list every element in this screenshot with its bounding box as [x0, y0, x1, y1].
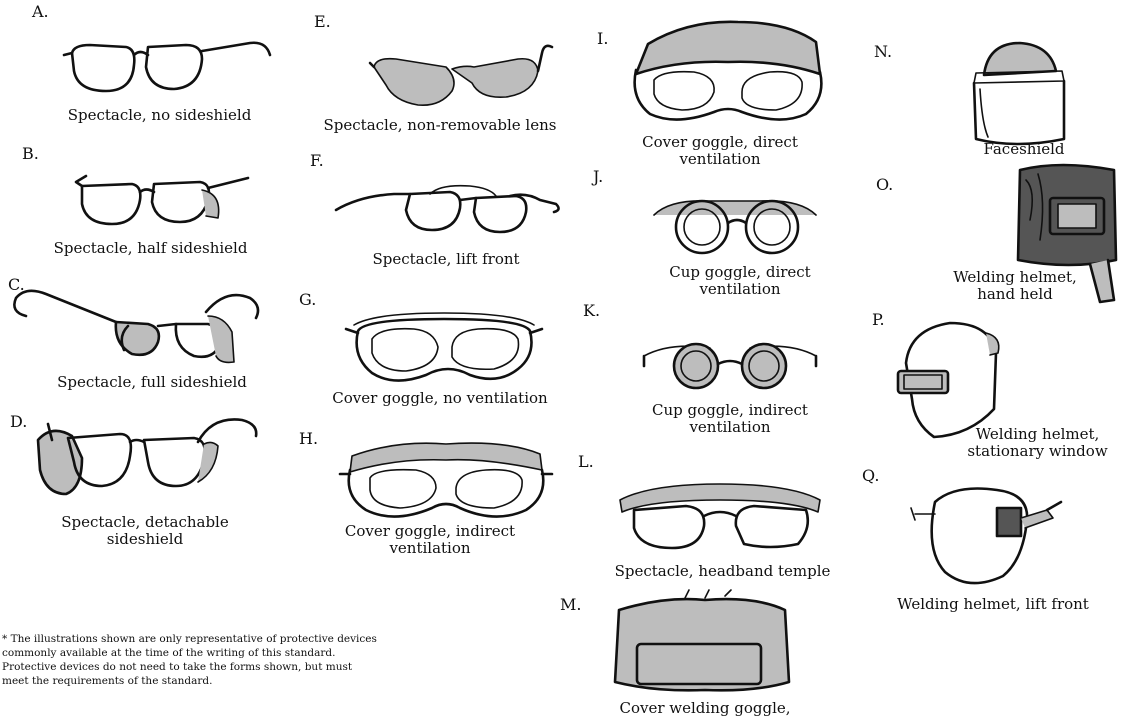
footnote-line: Protective devices do not need to take t… [2, 660, 592, 674]
figure-letter: K. [583, 301, 600, 320]
spectacle-detachable-sideshield-illustration [22, 410, 272, 512]
cup-goggle-direct-ventilation-illustration [650, 185, 820, 257]
figure-caption: Welding helmet, stationary window [950, 426, 1125, 460]
figure-letter: I. [597, 29, 608, 48]
footnote: * The illustrations shown are only repre… [2, 632, 592, 688]
cover-welding-goggle-illustration [605, 590, 795, 696]
cover-goggle-no-ventilation-illustration [344, 295, 544, 395]
figure-caption: Welding helmet, hand held [920, 269, 1110, 303]
figure-letter: F. [310, 151, 324, 170]
footnote-line: * The illustrations shown are only repre… [2, 632, 592, 646]
figure-caption: Spectacle, non-removable lens [320, 117, 560, 134]
figure-letter: B. [22, 144, 39, 163]
spectacle-lift-front-illustration [330, 170, 570, 250]
spectacle-half-sideshield-illustration [72, 170, 262, 235]
figure-caption: Cup goggle, direct ventilation [640, 264, 840, 298]
spectacle-non-removable-lens-illustration [366, 35, 556, 115]
figure-caption: Spectacle, headband temple [600, 563, 845, 580]
cup-goggle-indirect-ventilation-illustration [640, 330, 820, 396]
cover-goggle-indirect-ventilation-illustration [336, 430, 556, 528]
figure-caption: Cover welding goggle, [610, 700, 800, 717]
spectacle-full-sideshield-illustration [6, 282, 266, 374]
figure-caption: Spectacle, full sideshield [36, 374, 268, 391]
figure-caption: Spectacle, detachable sideshield [30, 514, 260, 548]
figure-caption: Faceshield [974, 141, 1074, 158]
figure-caption: Spectacle, no sideshield [42, 107, 277, 124]
figure-caption: Cover goggle, indirect ventilation [330, 523, 530, 557]
welding-helmet-stationary-window-illustration [890, 313, 1010, 443]
figure-letter: A. [32, 2, 49, 21]
figure-caption: Cover goggle, direct ventilation [620, 134, 820, 168]
figure-letter: Q. [862, 466, 879, 485]
figure-letter: M. [560, 595, 581, 614]
figure-caption: Cup goggle, indirect ventilation [630, 402, 830, 436]
figure-letter: J. [593, 167, 603, 186]
footnote-line: commonly available at the time of the wr… [2, 646, 592, 660]
spectacle-no-sideshield-illustration [60, 25, 280, 100]
cover-goggle-direct-ventilation-illustration [628, 14, 828, 130]
footnote-line: meet the requirements of the standard. [2, 674, 592, 688]
figure-caption: Cover goggle, no ventilation [316, 390, 564, 407]
figure-caption: Spectacle, half sideshield [38, 240, 263, 257]
figure-letter: N. [874, 42, 892, 61]
figure-letter: P. [872, 310, 885, 329]
figure-letter: H. [299, 429, 318, 448]
welding-helmet-lift-front-illustration [905, 480, 1075, 590]
spectacle-headband-temple-illustration [610, 470, 830, 554]
figure-caption: Spectacle, lift front [356, 251, 536, 268]
figure-caption: Welding helmet, lift front [878, 596, 1108, 613]
figure-letter: L. [578, 452, 594, 471]
figure-letter: E. [314, 12, 331, 31]
faceshield-illustration [966, 37, 1070, 149]
figure-letter: G. [299, 290, 316, 309]
figure-letter: O. [876, 175, 893, 194]
